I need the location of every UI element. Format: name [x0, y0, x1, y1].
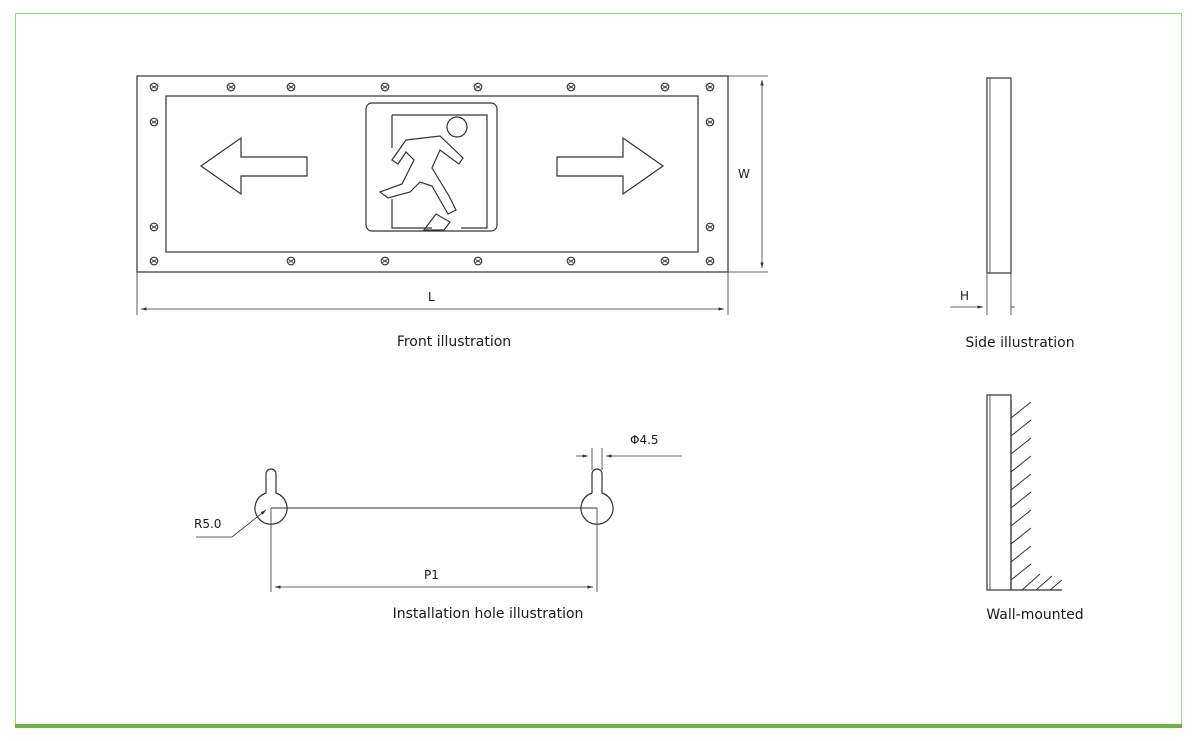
side-illustration	[950, 77, 1015, 315]
frame-bottom-bar	[15, 724, 1182, 728]
screws	[149, 82, 715, 266]
pitch-label: P1	[424, 568, 439, 582]
front-caption: Front illustration	[397, 334, 511, 350]
hole-diameter-label: Φ4.5	[630, 433, 659, 447]
dimension-l-label: L	[428, 290, 435, 304]
sign-inner-panel	[165, 95, 699, 253]
right-keyhole	[580, 468, 614, 525]
sign-outer-frame	[136, 75, 729, 273]
dimension-w-label: W	[738, 167, 750, 181]
right-arrow-icon	[556, 136, 665, 196]
side-caption: Side illustration	[965, 335, 1074, 351]
front-illustration	[136, 75, 768, 315]
installation-hole-illustration	[196, 448, 682, 592]
left-arrow-icon	[199, 136, 308, 196]
wall-hatching	[1010, 401, 1063, 591]
dimension-h-label: H	[960, 289, 969, 303]
running-man-icon	[365, 102, 498, 232]
radius-label: R5.0	[194, 517, 221, 531]
wall-mounted-illustration	[986, 394, 1063, 591]
wall-caption: Wall-mounted	[986, 607, 1083, 623]
install-caption: Installation hole illustration	[393, 606, 584, 622]
left-keyhole	[254, 468, 288, 525]
